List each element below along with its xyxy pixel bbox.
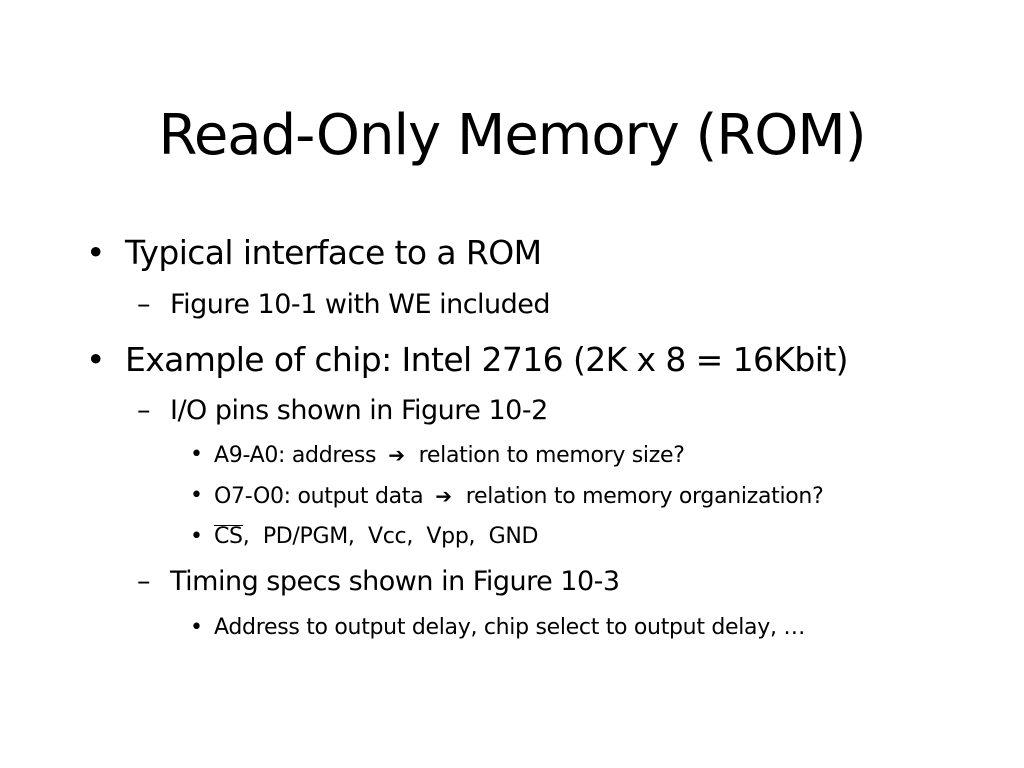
bullet-text-pre: A9-A0: address — [214, 443, 377, 468]
bullet-dot-icon: • — [86, 340, 105, 379]
bullet-text: Example of chip: Intel 2716 (2K x 8 = 16… — [125, 340, 849, 379]
bullet-dot-icon: • — [190, 483, 203, 508]
bullet-text: Address to output delay, chip select to … — [214, 615, 806, 640]
bullet-dot-icon: • — [190, 524, 203, 549]
arrow-right-icon: ➔ — [388, 443, 405, 467]
bullet-text: Figure 10-1 with WE included — [170, 289, 551, 320]
bullet-text-rest: , PD/PGM, Vcc, Vpp, GND — [242, 524, 539, 549]
bullet-text: Timing specs shown in Figure 10-3 — [170, 566, 620, 597]
slide-title: Read-Only Memory (ROM) — [158, 103, 866, 168]
bullet-text-post: relation to memory organization? — [465, 484, 824, 509]
bullet-text: Typical interface to a ROM — [125, 233, 542, 272]
dash-icon: – — [137, 395, 151, 426]
cs-overlined-signal: CS — [214, 524, 243, 549]
bullet-dot-icon: • — [86, 233, 105, 272]
bullet-text-pre: O7-O0: output data — [214, 484, 424, 509]
bullet-dot-icon: • — [190, 615, 203, 640]
dash-icon: – — [137, 566, 151, 597]
bullet-text-post: relation to memory size? — [418, 443, 685, 468]
arrow-right-icon: ➔ — [435, 484, 452, 508]
bullet-text: I/O pins shown in Figure 10-2 — [170, 395, 548, 426]
dash-icon: – — [137, 289, 151, 320]
bullet-dot-icon: • — [190, 442, 203, 467]
